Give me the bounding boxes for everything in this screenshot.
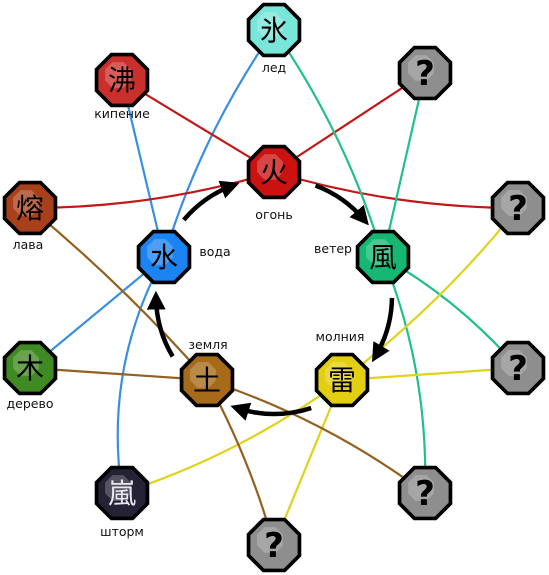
cycle-arrow-wind-to-lightning — [371, 297, 395, 363]
node-lightning-label: молния — [316, 329, 365, 344]
node-ice: 氷 лед — [246, 2, 302, 75]
node-earth-shape — [183, 356, 231, 404]
node-wind-glyph: 風 — [369, 241, 397, 274]
node-q2-glyph: ? — [508, 189, 528, 229]
node-q5: ? — [246, 517, 302, 573]
node-lava: 熔 лава — [2, 180, 58, 252]
node-q1-glyph: ? — [415, 54, 435, 94]
node-q1-shape — [401, 49, 449, 97]
link-fire-lava — [29, 170, 275, 210]
node-q5-shape — [250, 521, 298, 569]
node-earth-label: земля — [188, 337, 227, 352]
node-storm: 嵐 шторм — [94, 465, 150, 539]
node-ice-label: лед — [262, 60, 286, 75]
cycle-arrow-lightning-to-earth — [230, 402, 312, 421]
node-q3: ? — [490, 340, 546, 396]
node-boil-shape — [98, 56, 146, 104]
node-water-label: вода — [199, 244, 230, 259]
cycle-arrow-water-to-fire — [182, 180, 240, 222]
node-water-shape — [140, 233, 188, 281]
link-wind-q1 — [381, 72, 427, 258]
node-fire-label: огонь — [255, 207, 292, 222]
node-q3-glyph: ? — [508, 349, 528, 389]
node-ice-shape — [250, 6, 298, 54]
cycle-arrow-earth-to-water — [146, 290, 175, 358]
node-boil: 沸 кипение — [94, 52, 150, 121]
node-water-glyph: 水 — [150, 241, 178, 274]
link-wind-ice — [273, 29, 385, 258]
node-lightning-shape — [318, 356, 366, 404]
node-earth-glyph: 土 — [193, 364, 221, 397]
cycle-arrow-fire-to-wind — [314, 183, 369, 226]
cycle-arrows — [146, 180, 395, 421]
link-earth-q4 — [206, 378, 426, 494]
node-ice-glyph: 氷 — [260, 14, 288, 47]
node-storm-label: шторм — [100, 524, 144, 539]
node-q4-glyph: ? — [415, 474, 435, 514]
node-storm-glyph: 嵐 — [108, 477, 136, 510]
node-wood-shape — [6, 344, 54, 392]
node-q2: ? — [490, 180, 546, 236]
node-storm-shape — [98, 469, 146, 517]
link-lightning-q2 — [341, 207, 519, 381]
node-lava-label: лава — [13, 237, 44, 252]
node-fire: 火 огонь — [246, 144, 302, 222]
node-fire-shape — [250, 148, 298, 196]
node-q1: ? — [397, 45, 453, 101]
node-wood: 木 дерево — [2, 340, 58, 411]
link-fire-q2 — [273, 170, 519, 210]
link-earth-lava — [29, 207, 208, 381]
link-lightning-storm — [121, 379, 343, 495]
node-wood-glyph: 木 — [16, 352, 44, 385]
node-q2-shape — [494, 184, 542, 232]
node-water: 水 вода — [136, 229, 231, 285]
node-wind-shape — [359, 233, 407, 281]
link-water-ice — [162, 29, 275, 258]
node-fire-glyph: 火 — [260, 156, 288, 189]
node-lava-glyph: 熔 — [16, 192, 44, 225]
node-q3-shape — [494, 344, 542, 392]
node-wind-label: ветер — [314, 241, 352, 256]
node-wood-label: дерево — [7, 396, 54, 411]
node-boil-glyph: 沸 — [108, 64, 136, 97]
link-wind-q4 — [381, 256, 427, 494]
node-earth: 土 земля — [179, 337, 235, 408]
node-boil-label: кипение — [94, 106, 150, 121]
node-lightning: 雷 молния — [314, 329, 370, 408]
node-q4-shape — [401, 469, 449, 517]
node-lava-shape — [6, 184, 54, 232]
node-wind: 風 ветер — [314, 229, 411, 285]
link-water-storm — [116, 256, 165, 494]
node-lightning-glyph: 雷 — [328, 364, 356, 397]
node-q5-glyph: ? — [264, 526, 284, 566]
node-q4: ? — [397, 465, 453, 521]
